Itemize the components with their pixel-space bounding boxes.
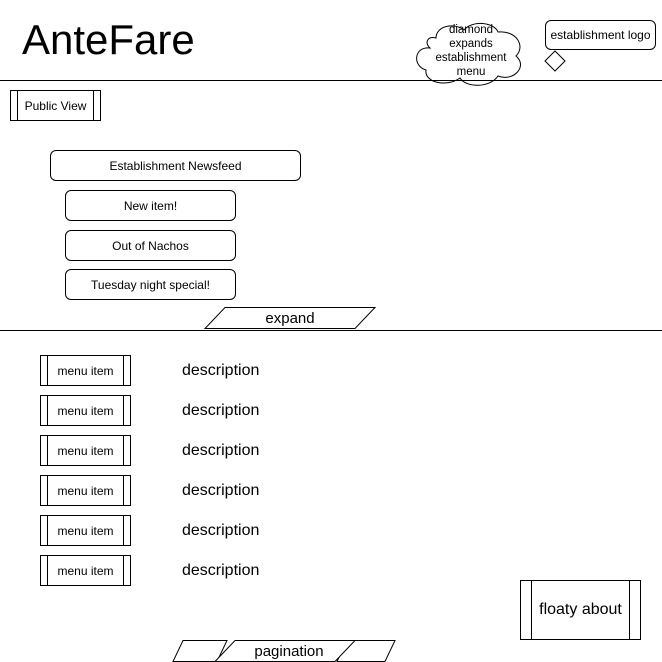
expand-label: expand [265, 309, 315, 327]
menu-item-description: description [182, 362, 260, 379]
menu-item-description: description [182, 522, 260, 539]
menu-item-description: description [182, 482, 260, 499]
section-divider [0, 330, 662, 331]
diamond-toggle-icon[interactable] [544, 50, 566, 72]
menu-note-line-4: menu [456, 66, 486, 78]
menu-note-line-1: diamond [448, 24, 494, 36]
menu-item-button[interactable]: menu item [40, 355, 131, 386]
newsfeed-header[interactable]: Establishment Newsfeed [50, 150, 301, 181]
menu-item-button[interactable]: menu item [40, 435, 131, 466]
menu-item-label: menu item [57, 483, 114, 498]
newsfeed-label: Establishment Newsfeed [109, 158, 242, 173]
menu-item-label: menu item [57, 363, 114, 378]
pagination[interactable]: pagination [214, 641, 364, 661]
public-view-label: Public View [24, 98, 87, 113]
menu-item-button[interactable]: menu item [40, 475, 131, 506]
menu-item-description: description [182, 442, 260, 459]
newsfeed-item-label: Tuesday night special! [91, 277, 210, 292]
newsfeed-item-label: New item! [123, 198, 178, 213]
newsfeed-item[interactable]: Out of Nachos [65, 230, 236, 261]
app-title: AnteFare [22, 16, 195, 63]
menu-item-label: menu item [57, 523, 114, 538]
establishment-logo[interactable]: establishment logo [545, 20, 656, 50]
menu-item-button[interactable]: menu item [40, 395, 131, 426]
menu-item-label: menu item [57, 563, 114, 578]
public-view-button[interactable]: Public View [10, 90, 101, 121]
newsfeed-item[interactable]: New item! [65, 190, 236, 221]
menu-item-label: menu item [57, 443, 114, 458]
establishment-logo-label: establishment logo [550, 28, 651, 42]
header-divider [0, 80, 662, 81]
newsfeed-item-label: Out of Nachos [112, 238, 189, 253]
menu-note-line-2: expands [449, 38, 493, 50]
expand-button-shape[interactable] [203, 307, 377, 329]
expand-button[interactable]: expand [204, 307, 376, 329]
menu-item-description: description [182, 402, 260, 419]
menu-item-button[interactable]: menu item [40, 555, 131, 586]
menu-note: diamond expands establishment menu [416, 22, 526, 80]
floaty-about-label: floaty about [539, 601, 622, 618]
newsfeed-item[interactable]: Tuesday night special! [65, 269, 236, 300]
menu-item-label: menu item [57, 403, 114, 418]
menu-note-cloud [416, 23, 521, 86]
floaty-about-button[interactable]: floaty about [520, 580, 641, 640]
pagination-label: pagination [254, 642, 324, 660]
menu-note-line-3: establishment [435, 52, 507, 64]
menu-item-description: description [182, 562, 260, 579]
menu-item-button[interactable]: menu item [40, 515, 131, 546]
